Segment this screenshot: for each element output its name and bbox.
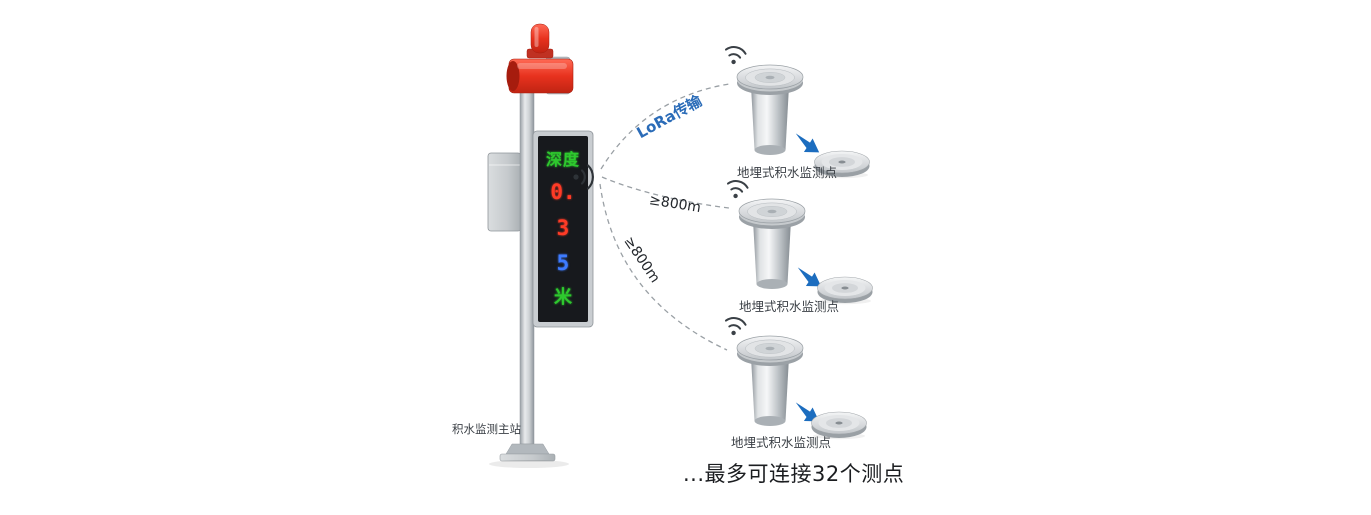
display-row-meter: 米 <box>554 286 572 308</box>
sensor-body <box>753 220 791 284</box>
sensor-label-1: 地埋式积水监测点 <box>737 165 838 180</box>
wifi-arc-1 <box>728 53 742 59</box>
link-curve-800m-2 <box>599 183 728 351</box>
buried-sensor-disc-1 <box>814 150 870 179</box>
signal-waves-icon <box>573 164 594 190</box>
sensor-body <box>751 357 789 421</box>
wifi-icon <box>724 46 747 65</box>
disc-center <box>835 421 843 425</box>
sensor-column-1 <box>724 46 804 155</box>
display-row-digit-0: 0. <box>550 180 576 204</box>
disc-center <box>841 286 849 290</box>
arrow-shape <box>795 402 820 422</box>
speaker-highlight <box>517 63 567 69</box>
alarm-beacon <box>530 23 550 54</box>
display-row-digit-3: 3 <box>556 215 570 240</box>
link-curves <box>599 83 730 351</box>
display-row-digit-5: 5 <box>556 251 570 275</box>
sensor-column-3 <box>724 317 804 426</box>
main-station-label: 积水监测主站 <box>452 422 521 436</box>
sensor-column-2 <box>726 180 806 289</box>
pole-base-neck <box>505 443 550 455</box>
signal-arc-1 <box>580 169 586 185</box>
wifi-arc-2 <box>724 46 747 55</box>
sensor-body <box>751 86 789 150</box>
sensor-flange-center <box>767 209 777 214</box>
wifi-arc-1 <box>730 187 744 193</box>
wifi-icon <box>724 317 747 336</box>
speaker-mouth <box>506 61 520 91</box>
blue-arrow-icon <box>795 133 820 153</box>
wifi-dot <box>731 59 736 65</box>
buried-sensor-disc-3 <box>811 411 867 440</box>
wifi-arc-2 <box>724 317 747 326</box>
sensor-flange-center <box>765 346 775 351</box>
sensor-body-bottom <box>754 416 786 426</box>
buried-sensor-disc-2 <box>817 276 873 305</box>
blue-arrow-icon <box>797 267 822 287</box>
sensor-body-bottom <box>754 145 786 155</box>
sensor-label-3: 地埋式积水监测点 <box>731 435 832 450</box>
sensor-body-bottom <box>756 279 788 289</box>
arrow-shape <box>797 267 822 287</box>
pole <box>519 87 535 445</box>
wifi-dot <box>731 330 736 336</box>
sensor-label-2: 地埋式积水监测点 <box>739 299 840 314</box>
main-station <box>487 23 594 468</box>
disc-center <box>838 160 846 164</box>
signal-arc-2 <box>586 164 594 190</box>
wifi-arc-1 <box>728 324 742 330</box>
beacon-highlight <box>534 27 539 47</box>
wifi-dot <box>733 193 738 199</box>
wifi-arc-2 <box>726 180 749 189</box>
link-curve-800m-1 <box>601 176 730 209</box>
led-screen <box>538 136 588 322</box>
footer-caption: ...最多可连接32个测点 <box>683 462 905 486</box>
base-shadow <box>489 460 569 468</box>
link-curve-lora <box>600 83 730 170</box>
wifi-icon <box>726 180 749 199</box>
led-display-text: 深度 0. 3 5 米 <box>538 137 588 321</box>
signal-dot <box>573 174 579 180</box>
arrow-shape <box>795 133 820 153</box>
pole-base-plate <box>499 453 556 462</box>
sensor-flange-center <box>765 75 775 80</box>
blue-arrow-icon <box>795 402 820 422</box>
display-row-depth: 深度 <box>545 149 580 169</box>
